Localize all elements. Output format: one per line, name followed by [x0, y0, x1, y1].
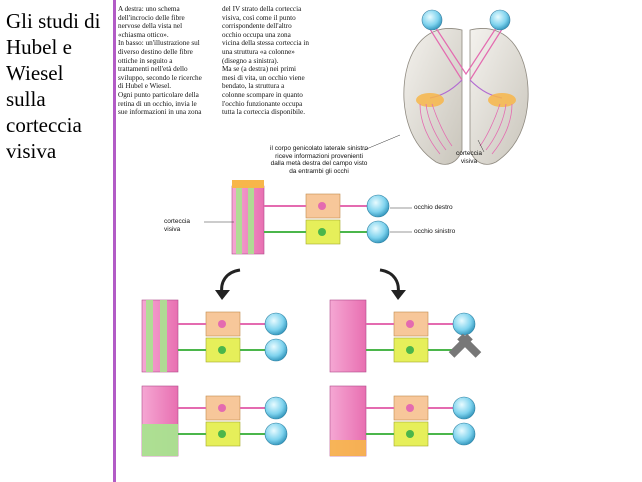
- cortex-orange-top: [232, 180, 264, 188]
- caption-line: «chiasma ottico».: [118, 30, 169, 39]
- caption-column-2: del IV strato della corteccia visiva, co…: [222, 5, 328, 117]
- caption-line: Ma se (a destra) nei primi: [222, 65, 297, 74]
- eye-icon: [264, 396, 288, 420]
- caption-line: Ogni punto particolare della: [118, 90, 199, 99]
- caption-line: nervose della vista nel: [118, 22, 183, 31]
- caption-line: occhio occupa una zona: [222, 30, 291, 39]
- caption-line: diverso destino delle fibre: [118, 47, 193, 56]
- eye-icon: [452, 396, 476, 420]
- cortex-label: corteccia visiva: [164, 218, 191, 233]
- optic-chiasm: [427, 21, 505, 81]
- caption-line: A destra: uno schema: [118, 5, 180, 13]
- brain-eye-right-icon: [489, 9, 511, 31]
- caption-line: (disegno a sinistra).: [222, 56, 279, 65]
- eye-icon: [452, 422, 476, 446]
- caption-line: di Hubel e Wiesel.: [118, 82, 172, 91]
- leader-line: [363, 134, 401, 151]
- blindfold-cross-icon: [448, 333, 482, 358]
- geniculate-left: [416, 93, 444, 107]
- eye-icon: [264, 338, 288, 362]
- eye-left-icon: [366, 220, 390, 244]
- left-eye-label: occhio sinistro: [414, 228, 456, 235]
- radiation-right: [479, 103, 513, 155]
- caption-line: bendato, la struttura a: [222, 82, 285, 91]
- title-line: Hubel e: [6, 35, 72, 59]
- title-line: corteccia: [6, 113, 82, 137]
- caption-line: mesi di vita, un occhio viene: [222, 73, 305, 82]
- caption-line: una struttura «a colonne»: [222, 47, 295, 56]
- deprived-panel-top: [329, 299, 482, 373]
- deprived-panel-bottom: [329, 385, 476, 457]
- plate-border: [113, 0, 116, 482]
- brain-eye-left-icon: [421, 9, 443, 31]
- arrow-head-icon: [391, 290, 406, 300]
- caption-line: corrispondente dell'altro: [222, 22, 292, 31]
- caption-line: dell'incrocio delle fibre: [118, 13, 185, 22]
- caption-line: visiva, così come il punto: [222, 13, 296, 22]
- title-line: Wiesel: [6, 61, 64, 85]
- caption-line: l'occhio funzionante occupa: [222, 99, 303, 108]
- relay-node: [318, 202, 326, 210]
- caption-line: trattamenti nell'età dello: [118, 65, 188, 74]
- caption-line: vicina della stessa corteccia in: [222, 39, 310, 48]
- eye-icon: [452, 312, 476, 336]
- eye-right-icon: [366, 194, 390, 218]
- title-line: visiva: [6, 139, 57, 163]
- cortex-green-stripe: [248, 186, 254, 254]
- radiation-left: [419, 103, 453, 155]
- title-line: Gli studi di: [6, 9, 101, 33]
- normal-panel-bottom: [141, 385, 288, 457]
- brain-cortex-label: corteccia visiva: [455, 150, 482, 165]
- caption-line: sue informazioni in una zona: [118, 108, 202, 117]
- eye-icon: [264, 312, 288, 336]
- eye-icon: [264, 422, 288, 446]
- arrow-head-icon: [215, 290, 230, 300]
- right-eye-label: occhio destro: [414, 204, 453, 211]
- brain-schematic: [363, 9, 529, 165]
- geniculate-right: [488, 93, 516, 107]
- caption-line: In basso: un'illustrazione sul: [118, 39, 200, 48]
- slide-title: Gli studi di Hubel e Wiesel sulla cortec…: [6, 8, 114, 164]
- relay-node: [318, 228, 326, 236]
- caption-column-1: A destra: uno schema dell'incrocio delle…: [118, 5, 222, 117]
- main-schematic: [204, 180, 412, 255]
- caption-line: retina di un occhio, invia le: [118, 99, 197, 108]
- title-line: sulla: [6, 87, 46, 111]
- caption-line: ottiche in seguito a: [118, 56, 173, 65]
- caption-line: colonne scompare in quanto: [222, 90, 303, 99]
- caption-line: sviluppo, secondo le ricerche: [118, 73, 202, 82]
- caption-line: del IV strato della corteccia: [222, 5, 302, 13]
- caption-line: tutta la corteccia disponibile.: [222, 108, 306, 117]
- normal-panel-top: [141, 299, 288, 373]
- geniculate-note: il corpo genicolato laterale sinistro ri…: [270, 145, 368, 175]
- leader-line: [477, 139, 485, 153]
- cortex-green-stripe: [236, 186, 242, 254]
